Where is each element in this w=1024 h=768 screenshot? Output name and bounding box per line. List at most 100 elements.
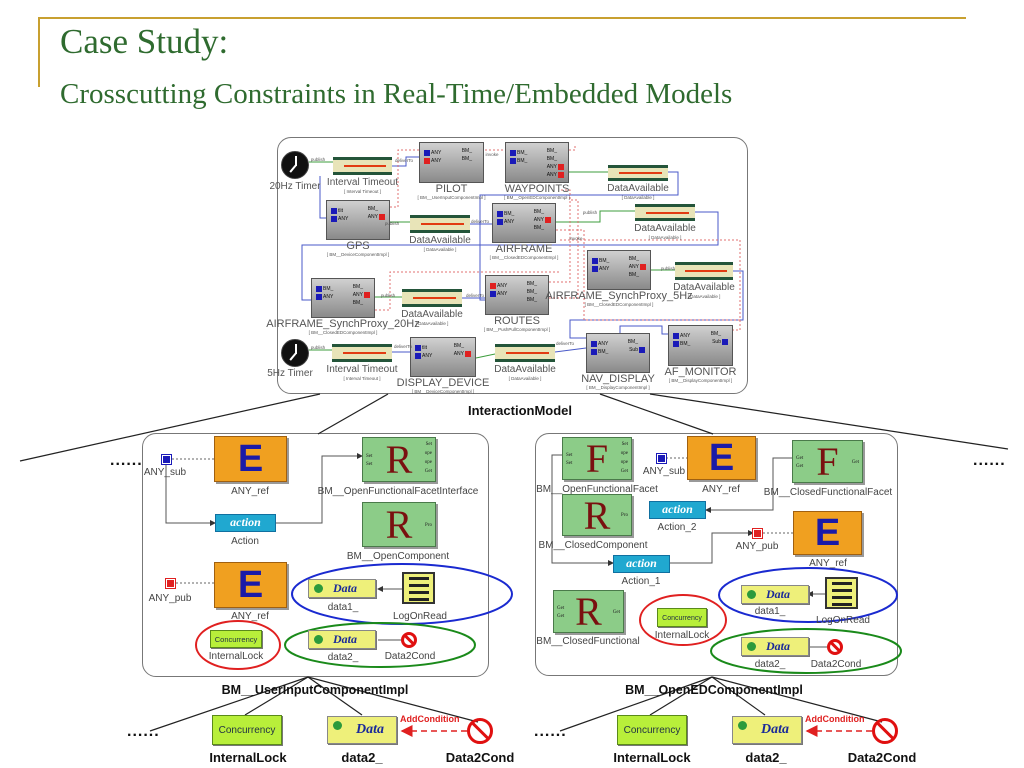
port: BM_ bbox=[462, 147, 480, 154]
connection-label: publish bbox=[310, 157, 326, 162]
port-icon bbox=[316, 293, 322, 300]
action-box[interactable]: action bbox=[215, 514, 276, 532]
connection-label: invoke bbox=[569, 236, 583, 241]
facet-port: Set bbox=[366, 453, 373, 459]
port: BM_ bbox=[591, 257, 609, 264]
condition-concern-ellipse bbox=[284, 622, 476, 668]
data-box[interactable]: Data bbox=[732, 716, 802, 744]
port-icon bbox=[538, 289, 544, 295]
component-impl: [ BM__OpenEDComponentImpl ] bbox=[504, 195, 570, 200]
facet-port: ope bbox=[424, 460, 432, 465]
port: BM_ bbox=[315, 285, 333, 292]
data-box[interactable]: Data bbox=[308, 579, 376, 598]
port: BM_ bbox=[353, 283, 371, 290]
box-glyph: R bbox=[575, 589, 602, 634]
element-label: data2_ bbox=[754, 659, 786, 670]
add-condition-label: AddCondition bbox=[400, 714, 460, 724]
wire bbox=[392, 156, 419, 167]
port: BM_ bbox=[496, 210, 514, 217]
port-icon bbox=[379, 213, 385, 220]
port: ANY bbox=[423, 157, 441, 164]
connection-label: publish bbox=[384, 221, 400, 226]
port-label: ANY bbox=[497, 282, 508, 289]
port-label: ANY bbox=[453, 350, 464, 357]
wire bbox=[559, 676, 713, 732]
channel-box[interactable] bbox=[608, 165, 668, 181]
accent-bar bbox=[38, 17, 40, 87]
event-box[interactable]: E bbox=[214, 436, 287, 482]
port-icon bbox=[510, 149, 516, 156]
element-label: BM__ClosedFunctionalFacet bbox=[763, 487, 893, 498]
channel-box[interactable] bbox=[332, 344, 392, 362]
channel-box[interactable] bbox=[410, 215, 470, 233]
channel-type: [ DataAvailable ] bbox=[423, 247, 457, 252]
action-box[interactable]: action bbox=[649, 501, 706, 519]
facet-port: Get bbox=[612, 609, 620, 615]
channel-box[interactable] bbox=[635, 204, 695, 221]
facet-port: ope bbox=[424, 451, 432, 456]
accent-line bbox=[38, 17, 966, 19]
list-line bbox=[409, 584, 429, 587]
port-label: ANY bbox=[338, 215, 349, 222]
channel-box[interactable] bbox=[402, 289, 462, 307]
channel-box[interactable] bbox=[333, 157, 392, 175]
port-label: ANY bbox=[533, 216, 544, 223]
port-icon bbox=[473, 148, 479, 154]
port-label: BM_ bbox=[526, 280, 537, 287]
event-box[interactable]: E bbox=[793, 511, 862, 555]
data-box[interactable]: Data bbox=[741, 585, 809, 604]
action-box[interactable]: action bbox=[613, 555, 670, 573]
event-box[interactable]: E bbox=[214, 562, 287, 608]
component-impl: [ BM__ClosedEDComponentImpl ] bbox=[489, 255, 559, 260]
concurrency-box[interactable]: Concurrency bbox=[210, 630, 262, 648]
port-label: BM_ bbox=[504, 210, 515, 217]
concurrency-box[interactable]: Concurrency bbox=[657, 608, 707, 627]
data-box[interactable]: Data bbox=[327, 716, 397, 744]
impl-label: BM__UserInputComponentImpl bbox=[221, 683, 409, 697]
port-label: Sub bbox=[712, 338, 721, 345]
facet-port: Get bbox=[796, 455, 804, 461]
concurrency-box[interactable]: Concurrency bbox=[212, 715, 282, 745]
wire bbox=[711, 676, 766, 716]
event-box[interactable]: E bbox=[687, 436, 756, 480]
channel-box[interactable] bbox=[675, 262, 733, 280]
port: BM_ bbox=[509, 149, 527, 156]
wire bbox=[711, 676, 883, 723]
channel-type: [ Interval Timeout ] bbox=[343, 189, 382, 194]
wire bbox=[479, 171, 679, 301]
port: BM_ bbox=[527, 296, 545, 303]
port: Sub bbox=[712, 338, 729, 345]
impl-label: BM__OpenEDComponentImpl bbox=[625, 683, 803, 697]
list-line bbox=[832, 596, 852, 599]
connection-label: deliverTo bbox=[555, 341, 575, 346]
list-line bbox=[409, 591, 429, 594]
connection-label: invoke bbox=[485, 152, 499, 157]
port-label: BM_ bbox=[533, 208, 544, 215]
component-name: NAV_DISPLAY bbox=[581, 373, 655, 385]
channel-box[interactable] bbox=[495, 344, 555, 362]
port: ANY bbox=[496, 218, 514, 225]
concurrency-box[interactable]: Concurrency bbox=[617, 715, 687, 745]
data-box[interactable]: Data bbox=[308, 630, 376, 649]
facet-port: Pro bbox=[425, 522, 432, 528]
port: BM_ bbox=[534, 224, 552, 231]
component-name: GPS bbox=[346, 240, 370, 252]
data-box[interactable]: Data bbox=[741, 637, 809, 656]
channel-type: [ DataAvailable ] bbox=[648, 235, 682, 240]
